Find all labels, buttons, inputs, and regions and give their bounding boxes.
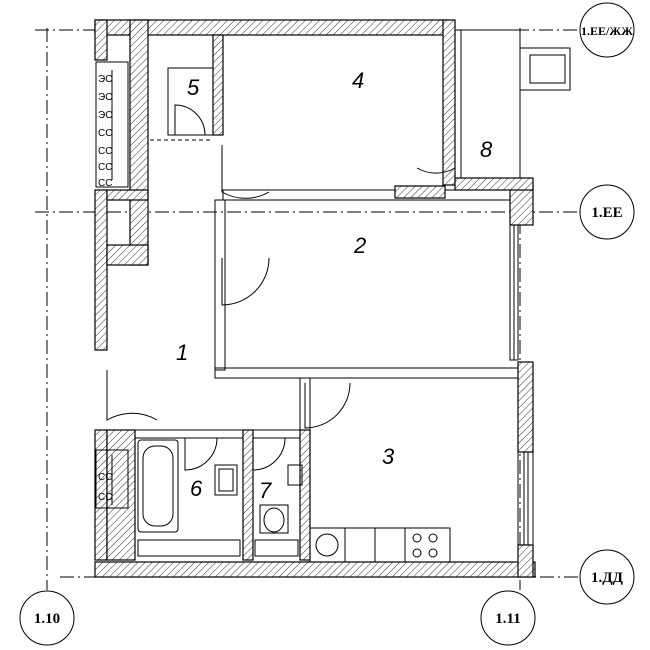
room-7-label: 7 [259,478,272,503]
shaft-labels: ЭО ЭО ЭО СС СС СС СС СС СС [98,74,113,503]
axis-markers: 1.ЕЕ/ЖЖ 1.ЕЕ 1.ДД 1.10 1.11 [19,2,635,646]
shaft-label: СС [98,472,112,483]
shaft-label: СС [98,492,112,503]
shaft-label: ЭО [98,110,113,121]
room-8-label: 8 [480,137,493,162]
exterior-walls [94,19,536,578]
room-5-label: 5 [187,75,200,100]
room-4-label: 4 [352,68,364,93]
shaft-label: ЭО [98,74,113,85]
shaft-label: ЭО [98,92,113,103]
interior-walls [106,19,519,561]
shaft-label: СС [98,146,112,157]
axis-label-mid-right: 1.ЕЕ [591,205,622,221]
doors [106,67,456,471]
axis-label-top-right: 1.ЕЕ/ЖЖ [581,24,633,38]
windows [454,29,571,546]
room-1-label: 1 [176,340,188,365]
room-numbers: 1 2 3 4 5 6 7 8 [176,68,493,503]
axis-label-bottom-mid: 1.11 [495,611,520,627]
axis-label-bottom-left: 1.10 [34,611,60,627]
room-6-label: 6 [190,476,203,501]
service-shafts [95,61,129,509]
shaft-label: СС [98,128,112,139]
room-3-label: 3 [382,444,395,469]
shaft-label: СС [98,178,112,189]
axis-label-bottom-right: 1.ДД [591,570,624,586]
room-2-label: 2 [353,233,366,258]
fixtures [137,439,451,563]
shaft-label: СС [98,162,112,173]
